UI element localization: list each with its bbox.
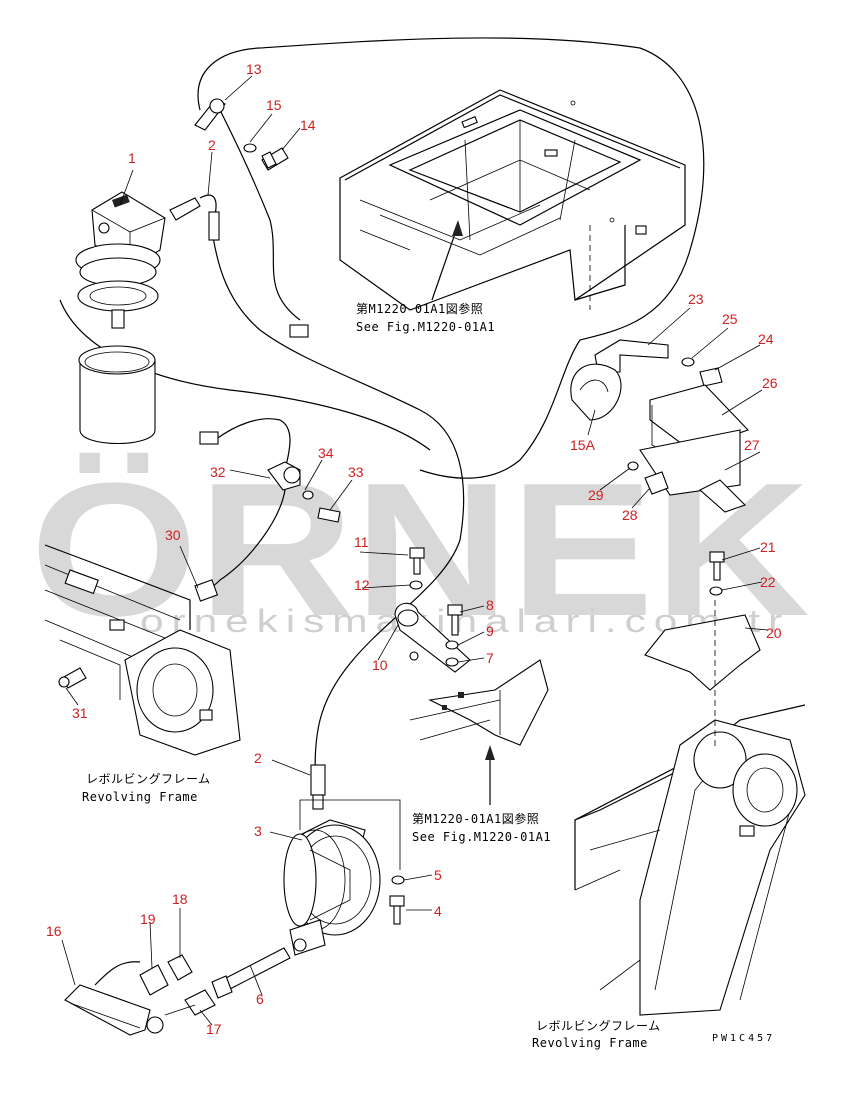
reel-guide: [299, 799, 401, 870]
tee-17: [164, 989, 216, 1016]
part-label-3: 3: [254, 823, 262, 839]
frame-left-en: Revolving Frame: [82, 790, 198, 804]
frame-right-en: Revolving Frame: [532, 1036, 648, 1050]
part-label-16: 16: [46, 923, 62, 939]
arrow-top-ref: [431, 220, 463, 301]
wire-harness-32: [199, 418, 301, 491]
part-label-27: 27: [744, 437, 760, 453]
bolt-8: [447, 604, 463, 636]
part-label-4: 4: [434, 903, 442, 919]
part-label-26: 26: [762, 375, 778, 391]
bolt-24: [699, 367, 723, 387]
lamp-13: [194, 98, 226, 131]
bolt-14: [261, 147, 289, 171]
bolt-11: [409, 547, 425, 575]
drawing-code: PW1C457: [712, 1033, 775, 1044]
part-label-17: 17: [206, 1021, 222, 1037]
part-label-34: 34: [318, 445, 334, 461]
washer-5: [391, 875, 405, 885]
part-label-31: 31: [72, 705, 88, 721]
part-label-28: 28: [622, 507, 638, 523]
part-label-1: 1: [128, 150, 136, 166]
bolt-4: [389, 895, 405, 925]
part-label-8: 8: [486, 597, 494, 613]
part-number-labels: 1 2 13 15 14 23 25 24 26 15A 27 29 28 32…: [46, 61, 782, 1037]
cab-frame-assembly: [339, 89, 686, 311]
washer-25: [681, 357, 695, 367]
connector-top: [289, 324, 309, 338]
hose-6: [211, 947, 291, 999]
frame-right-jp: レボルビングフレーム: [536, 1019, 661, 1033]
part-label-33: 33: [348, 464, 364, 480]
sensor-31: [58, 667, 87, 689]
ref-top-en: See Fig.M1220-01A1: [356, 320, 495, 334]
fitting-19: [139, 964, 169, 996]
hose-16: [64, 961, 164, 1036]
part-label-2-lower: 2: [254, 750, 262, 766]
bolt-33: [317, 507, 341, 523]
part-label-15a: 15A: [570, 437, 596, 453]
revolving-frame-right: [574, 600, 806, 1016]
washer-7: [445, 657, 459, 667]
part-label-20: 20: [766, 625, 782, 641]
bracket-10: [394, 602, 471, 673]
hose-2-lower: [310, 764, 326, 810]
part-label-13: 13: [246, 61, 262, 77]
part-label-22: 22: [760, 574, 776, 590]
washer-22: [709, 586, 723, 596]
part-label-32: 32: [210, 464, 226, 480]
part-label-25: 25: [722, 311, 738, 327]
hose-2-top: [169, 194, 220, 241]
horn-15a: [570, 363, 622, 421]
leader-lines: [61, 75, 769, 1026]
harness-top-loop: [197, 37, 705, 479]
part-label-6: 6: [256, 991, 264, 1007]
fitting-18: [167, 954, 193, 981]
part-label-7: 7: [486, 650, 494, 666]
part-label-2-top: 2: [208, 137, 216, 153]
mount-bracket: [409, 659, 549, 746]
part-label-5: 5: [434, 867, 442, 883]
harness-lamp-to-switch: [214, 99, 301, 321]
pump-assembly-1: [75, 191, 166, 329]
plate-20: [644, 614, 761, 691]
revolving-frame-left: [44, 544, 241, 756]
frame-left-jp: レボルビングフレーム: [86, 772, 211, 786]
part-label-29: 29: [588, 487, 604, 503]
ref-top-jp: 第M1220-01A1図参照: [356, 301, 483, 316]
washer-9: [445, 640, 459, 650]
connector-30: [194, 579, 219, 602]
part-label-12: 12: [354, 577, 370, 593]
washer-29: [627, 461, 639, 471]
bolt-21: [709, 551, 725, 581]
part-label-9: 9: [486, 623, 494, 639]
part-label-11: 11: [354, 534, 369, 550]
part-label-24: 24: [758, 331, 774, 347]
part-label-23: 23: [688, 291, 704, 307]
part-label-19: 19: [140, 911, 156, 927]
arrow-mid-ref: [485, 745, 495, 805]
washer-15: [243, 143, 257, 153]
washer-12: [409, 580, 423, 590]
ref-middle-jp: 第M1220-01A1図参照: [412, 811, 539, 826]
part-label-14: 14: [300, 117, 316, 133]
cylinder-body: [78, 345, 156, 444]
part-label-21: 21: [760, 539, 776, 555]
part-label-30: 30: [165, 527, 181, 543]
part-label-18: 18: [172, 891, 188, 907]
reel-3: [283, 819, 381, 956]
washer-34: [302, 490, 314, 500]
part-label-15: 15: [266, 97, 282, 113]
part-label-10: 10: [372, 657, 388, 673]
ref-middle-en: See Fig.M1220-01A1: [412, 830, 551, 844]
